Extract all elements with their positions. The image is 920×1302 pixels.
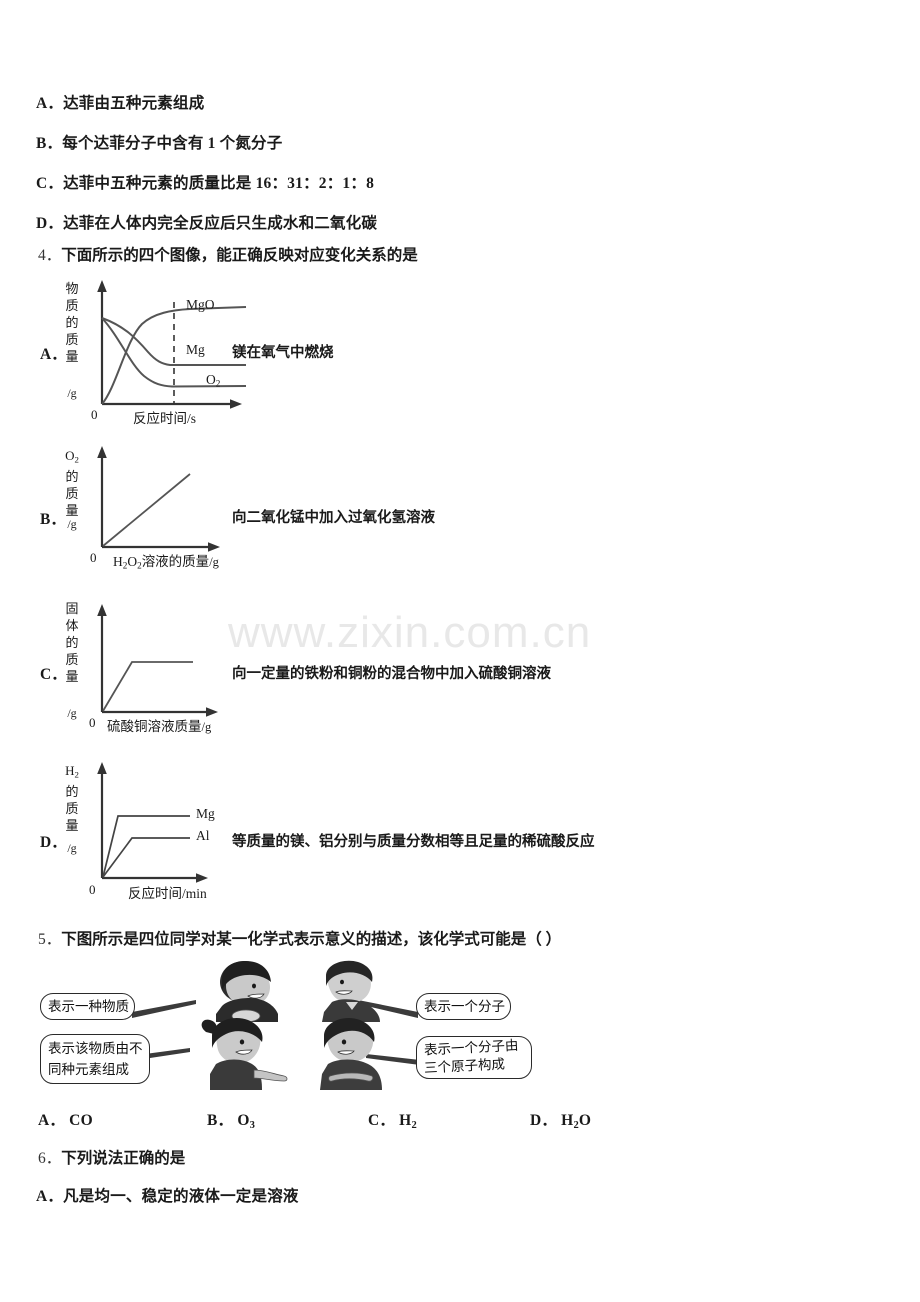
q5-option-c-label: C．: [368, 1112, 396, 1129]
q4-stem: 4．下面所示的四个图像，能正确反映对应变化关系的是: [38, 243, 418, 265]
q3-option-d: D．达菲在人体内完全反应后只生成水和二氧化碳: [36, 211, 377, 233]
chart-a-plot: [97, 280, 247, 409]
chart-d-curve-label-al: Al: [196, 828, 210, 843]
chart-a: A． 物质的质量 /g 0 反应时间/s MgO Mg O2 镁在氧气中燃烧: [0, 276, 920, 436]
chart-c-letter: C．: [40, 666, 67, 683]
q3-option-c-label: C．: [36, 175, 64, 192]
q5-option-b-text: O3: [237, 1112, 256, 1131]
chart-d-plot: [97, 762, 208, 883]
q6-stem-text: 下列说法正确的是: [61, 1150, 186, 1167]
q5-option-d-label: D．: [530, 1112, 558, 1129]
q3-option-b-text: 每个达菲分子中含有 1 个氮分子: [62, 135, 283, 152]
q5-option-d-text: H2O: [561, 1112, 592, 1131]
q3-option-d-text: 达菲在人体内完全反应后只生成水和二氧化碳: [63, 215, 378, 232]
q3-option-a-text: 达菲由五种元素组成: [63, 95, 205, 112]
chart-d-origin: 0: [89, 882, 96, 897]
chart-d-letter: D．: [40, 834, 67, 851]
student-avatar-top-right: [322, 960, 380, 1022]
chart-b-y-axis-unit: /g: [67, 517, 77, 531]
chart-d-y-axis-unit: /g: [67, 841, 77, 855]
q3-option-c: C．达菲中五种元素的质量比是 16：31：2：1：8: [36, 171, 374, 193]
q4-stem-text: 下面所示的四个图像，能正确反映对应变化关系的是: [61, 247, 418, 264]
q3-option-b: B．每个达菲分子中含有 1 个氮分子: [36, 131, 282, 153]
chart-a-origin: 0: [91, 407, 98, 422]
chart-a-y-axis-label: 物质的质量: [65, 281, 79, 364]
chart-a-curve-label-mg: Mg: [186, 342, 205, 357]
q5-option-a-label: A．: [38, 1112, 66, 1129]
q5-figure: 表示一种物质 表示一个分子 表示该物质由不 同种元素组成 表示一个分子由 三个原…: [0, 960, 620, 1090]
chart-a-x-axis-label: 反应时间/s: [133, 411, 197, 426]
q3-option-d-label: D．: [36, 215, 64, 232]
chart-c-plot: [97, 604, 218, 717]
q6-option-a-text: 凡是均一、稳定的液体一定是溶液: [63, 1188, 299, 1205]
chart-c-description: 向一定量的铁粉和铜粉的混合物中加入硫酸铜溶液: [232, 666, 551, 682]
q5-option-c-text: H2: [399, 1112, 417, 1131]
speech-bubble-top-right-line-1: 表示一个分子: [424, 999, 505, 1014]
q3-option-a: A．达菲由五种元素组成: [36, 91, 204, 113]
student-avatar-top-left: [216, 961, 278, 1023]
speech-bubble-top-left: 表示一种物质: [40, 993, 135, 1020]
chart-a-letter: A．: [40, 346, 67, 363]
q5-option-d: D． H2O: [530, 1108, 591, 1131]
chart-a-curve-label-mgo: MgO: [186, 297, 215, 312]
q5-option-a-text: CO: [69, 1112, 93, 1129]
chart-b-letter: B．: [40, 511, 66, 528]
chart-d-x-axis-label: 反应时间/min: [128, 886, 207, 901]
q6-stem: 6．下列说法正确的是: [38, 1146, 185, 1168]
q5-number: 5．: [38, 931, 62, 948]
q4-number: 4．: [38, 247, 62, 264]
q6-option-a-label: A．: [36, 1188, 64, 1205]
q6-option-a: A．凡是均一、稳定的液体一定是溶液: [36, 1184, 299, 1206]
speech-bubble-bottom-left-line-2: 同种元素组成: [48, 1062, 129, 1077]
q5-option-b: B． O3: [207, 1108, 255, 1131]
q3-option-b-label: B．: [36, 135, 63, 152]
chart-b-description: 向二氧化锰中加入过氧化氢溶液: [232, 510, 435, 526]
chart-b-origin: 0: [90, 550, 97, 565]
chart-d-curve-label-mg: Mg: [196, 806, 215, 821]
chart-a-curve-label-o2: O2: [206, 372, 221, 389]
speech-bubble-bottom-left-line-1: 表示该物质由不: [48, 1041, 143, 1056]
chart-a-description: 镁在氧气中燃烧: [232, 345, 334, 361]
speech-bubble-top-right: 表示一个分子: [416, 993, 511, 1020]
q5-stem-text: 下图所示是四位同学对某一化学式表示意义的描述，该化学式可能是（ ）: [61, 931, 562, 948]
chart-b-x-axis-label: H2O2溶液的质量/g: [113, 554, 219, 571]
chart-c-x-axis-label: 硫酸铜溶液质量/g: [107, 719, 212, 734]
chart-c-y-axis-label: 固体的质量: [65, 601, 79, 684]
q5-option-b-label: B．: [207, 1112, 234, 1129]
q3-option-c-text: 达菲中五种元素的质量比是 16：31：2：1：8: [63, 175, 375, 192]
site-watermark: www.zixin.com.cn: [228, 608, 592, 657]
speech-bubble-bottom-right-line-2: 三个原子构成: [423, 1056, 506, 1076]
q5-stem: 5．下图所示是四位同学对某一化学式表示意义的描述，该化学式可能是（ ）: [38, 927, 561, 949]
chart-c: C． 固体的质量 /g 0 硫酸铜溶液质量/g 向一定量的铁粉和铜粉的混合物中加…: [0, 600, 920, 748]
q5-option-a: A． CO: [38, 1108, 93, 1130]
chart-c-y-axis-unit: /g: [67, 706, 77, 720]
chart-d-description: 等质量的镁、铝分别与质量分数相等且足量的稀硫酸反应: [232, 834, 595, 850]
student-avatar-bottom-left: [201, 1017, 288, 1090]
speech-bubble-top-left-line-1: 表示一种物质: [48, 999, 129, 1014]
chart-a-y-axis-unit: /g: [67, 386, 77, 400]
q3-option-a-label: A．: [36, 95, 64, 112]
chart-b-plot: [97, 446, 220, 552]
speech-bubble-bottom-right: 表示一个分子由 三个原子构成: [416, 1036, 532, 1079]
student-avatar-bottom-right: [320, 1017, 382, 1090]
chart-c-origin: 0: [89, 715, 96, 730]
q6-number: 6．: [38, 1150, 62, 1167]
q5-option-c: C． H2: [368, 1108, 417, 1131]
speech-bubble-bottom-left: 表示该物质由不 同种元素组成: [40, 1034, 150, 1084]
